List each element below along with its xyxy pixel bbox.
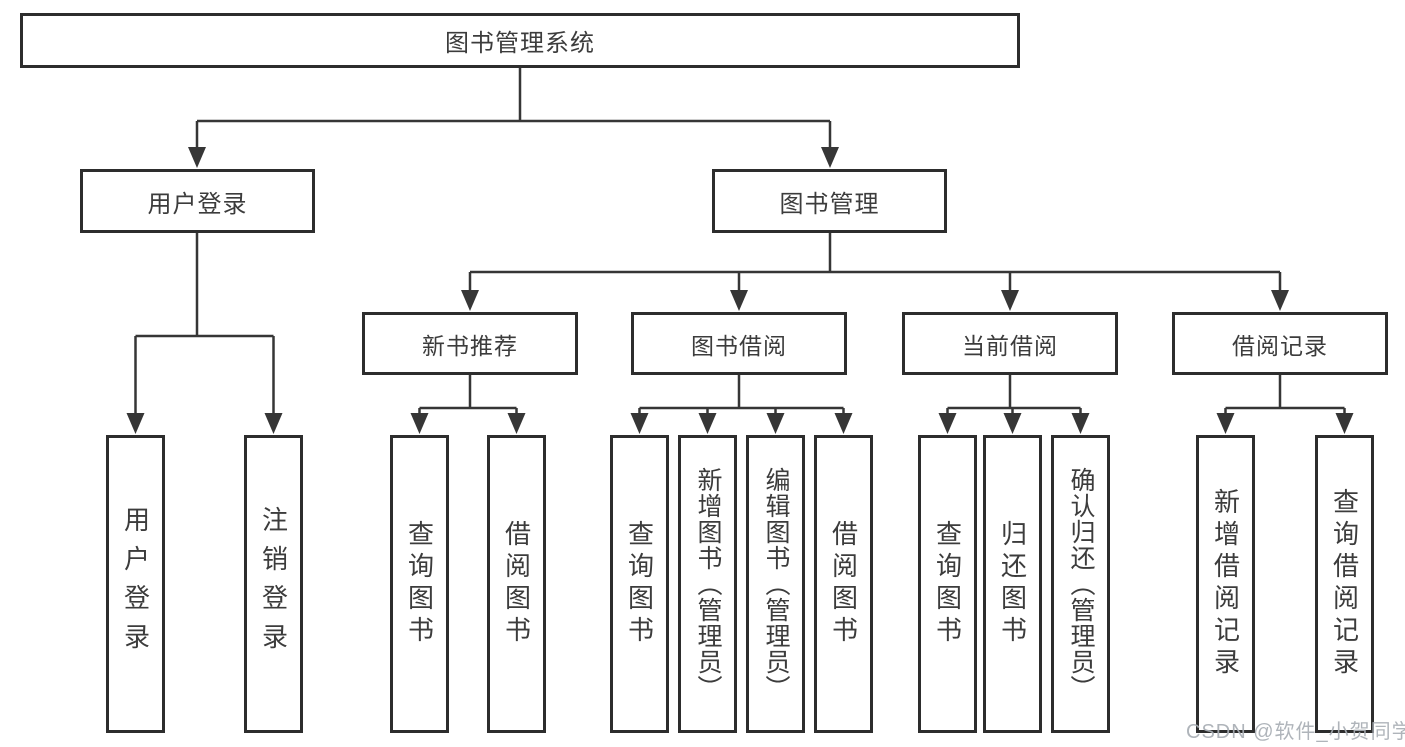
node-label: 图书管理 — [779, 190, 880, 218]
node-book-borrowing: 图书借阅 — [631, 312, 847, 375]
leaf-edit-book-admin: 编辑图书（管理员） — [746, 435, 805, 733]
node-label: 归还图书 — [997, 520, 1028, 648]
node-book-management: 图书管理 — [712, 169, 947, 233]
node-label: 新增借阅记录 — [1210, 488, 1241, 680]
node-label: 借阅图书 — [828, 520, 859, 648]
leaf-add-book-admin: 新增图书（管理员） — [678, 435, 737, 733]
leaf-query-books-3: 查询图书 — [918, 435, 977, 733]
node-label: 新书推荐 — [422, 332, 518, 359]
leaf-query-books-2: 查询图书 — [610, 435, 669, 733]
node-new-book-recommend: 新书推荐 — [362, 312, 578, 375]
leaf-borrow-books-1: 借阅图书 — [487, 435, 546, 733]
node-label: 查询图书 — [932, 520, 963, 648]
node-borrowing-records: 借阅记录 — [1172, 312, 1388, 375]
node-label: 确认归还（管理员） — [1067, 467, 1095, 701]
node-label: 借阅图书 — [501, 520, 532, 648]
csdn-watermark: CSDN @软件_小贺同学 — [1186, 721, 1405, 743]
node-label: 查询借阅记录 — [1329, 488, 1360, 680]
leaf-add-borrow-record: 新增借阅记录 — [1196, 435, 1255, 733]
node-label: 查询图书 — [624, 520, 655, 648]
node-label: 用户登录 — [120, 506, 151, 662]
leaf-logout: 注销登录 — [244, 435, 303, 733]
node-label: 查询图书 — [404, 520, 435, 648]
leaf-user-login: 用户登录 — [106, 435, 165, 733]
node-root-library-system: 图书管理系统 — [20, 13, 1020, 68]
leaf-confirm-return-admin: 确认归还（管理员） — [1051, 435, 1110, 733]
node-label: 编辑图书（管理员） — [762, 467, 790, 701]
leaf-borrow-books-2: 借阅图书 — [814, 435, 873, 733]
node-user-login: 用户登录 — [80, 169, 315, 233]
node-label: 图书借阅 — [691, 332, 787, 359]
node-label: 当前借阅 — [962, 332, 1058, 359]
arrowheads — [126, 147, 1354, 434]
node-label: 借阅记录 — [1232, 332, 1328, 359]
node-label: 注销登录 — [258, 506, 289, 662]
leaf-query-borrow-record: 查询借阅记录 — [1315, 435, 1374, 733]
node-label: 图书管理系统 — [445, 30, 595, 57]
node-label: 新增图书（管理员） — [694, 467, 722, 701]
leaf-return-book: 归还图书 — [983, 435, 1042, 733]
leaf-query-books-1: 查询图书 — [390, 435, 449, 733]
node-current-borrowing: 当前借阅 — [902, 312, 1118, 375]
node-label: 用户登录 — [147, 190, 248, 218]
